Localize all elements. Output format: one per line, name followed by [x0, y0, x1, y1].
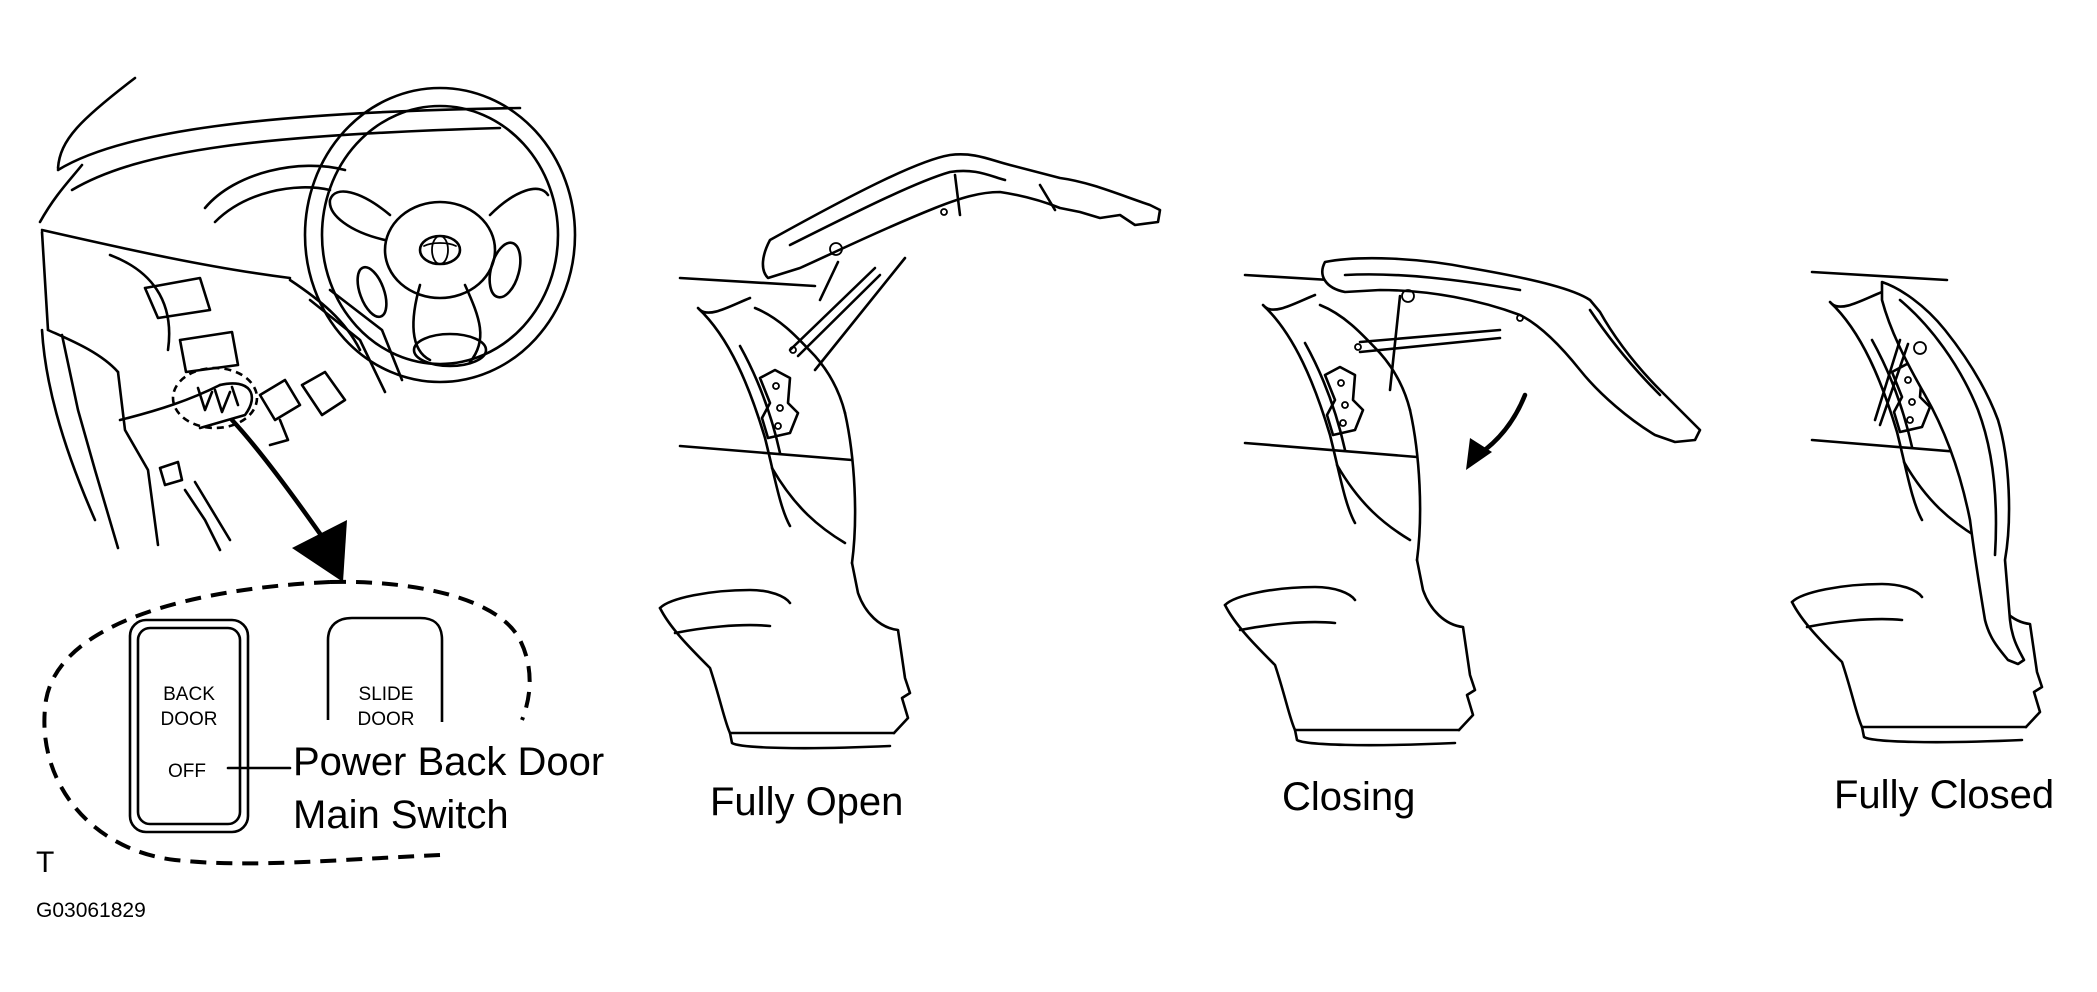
- state-fully-closed: Fully Closed: [1790, 270, 2054, 817]
- switch-panel: BACK DOOR OFF SLIDE DOOR: [42, 579, 532, 866]
- slide-door-label-line1: SLIDE: [359, 684, 414, 705]
- slide-door-label-line2: DOOR: [358, 709, 415, 730]
- state-label-fully-open: Fully Open: [710, 780, 903, 824]
- callout-line1: Power Back Door: [293, 740, 604, 784]
- dashboard-illustration: [38, 76, 577, 552]
- figure-code: G03061829: [36, 899, 146, 922]
- state-label-fully-closed: Fully Closed: [1834, 773, 2054, 817]
- state-fully-open: Fully Open: [658, 153, 1162, 824]
- callout-arrow: [229, 417, 347, 582]
- back-door-label-line2: DOOR: [161, 709, 218, 730]
- state-closing: Closing: [1223, 256, 1702, 819]
- slide-door-switch: SLIDE DOOR: [326, 616, 444, 730]
- callout-line2: Main Switch: [293, 793, 509, 837]
- back-door-switch: BACK DOOR OFF: [128, 618, 250, 834]
- back-door-label-line1: BACK: [163, 684, 215, 705]
- off-label: OFF: [168, 761, 206, 782]
- toyota-logo-icon: [418, 234, 462, 266]
- state-label-closing: Closing: [1282, 775, 1415, 819]
- corner-mark: T: [36, 846, 54, 879]
- steering-wheel: [303, 86, 577, 384]
- curved-arrow-icon: [1475, 392, 1528, 458]
